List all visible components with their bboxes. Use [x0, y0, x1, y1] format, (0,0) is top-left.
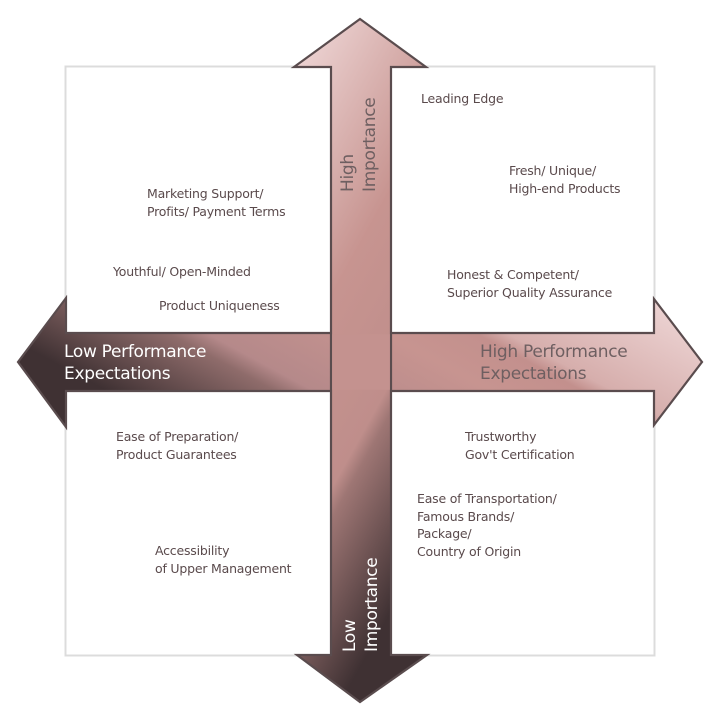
quadrant-item: Leading Edge: [421, 91, 504, 106]
quadrant-item: Honest & Competent/ Superior Quality Ass…: [447, 267, 613, 300]
quadrant-item: Youthful/ Open-Minded: [113, 264, 251, 279]
quadrant-item: Product Uniqueness: [159, 298, 280, 313]
high-performance-label: High Performance Expectations: [480, 342, 628, 384]
quadrant-item: Fresh/ Unique/ High-end Products: [509, 163, 621, 196]
high-importance-label: High Importance: [338, 97, 380, 192]
axis-intersection: [332, 334, 390, 390]
quadrant-item: Accessibility of Upper Management: [155, 543, 292, 576]
quadrant-item: Marketing Support/ Profits/ Payment Term…: [147, 186, 286, 219]
quadrant-item: Ease of Transportation/ Famous Brands/ P…: [417, 491, 557, 559]
quadrant-item: Ease of Preparation/ Product Guarantees: [116, 429, 239, 462]
low-performance-label: Low Performance Expectations: [64, 342, 207, 384]
quadrant-item: Trustworthy Gov't Certification: [465, 429, 575, 462]
low-importance-label: Low Importance: [340, 557, 382, 652]
